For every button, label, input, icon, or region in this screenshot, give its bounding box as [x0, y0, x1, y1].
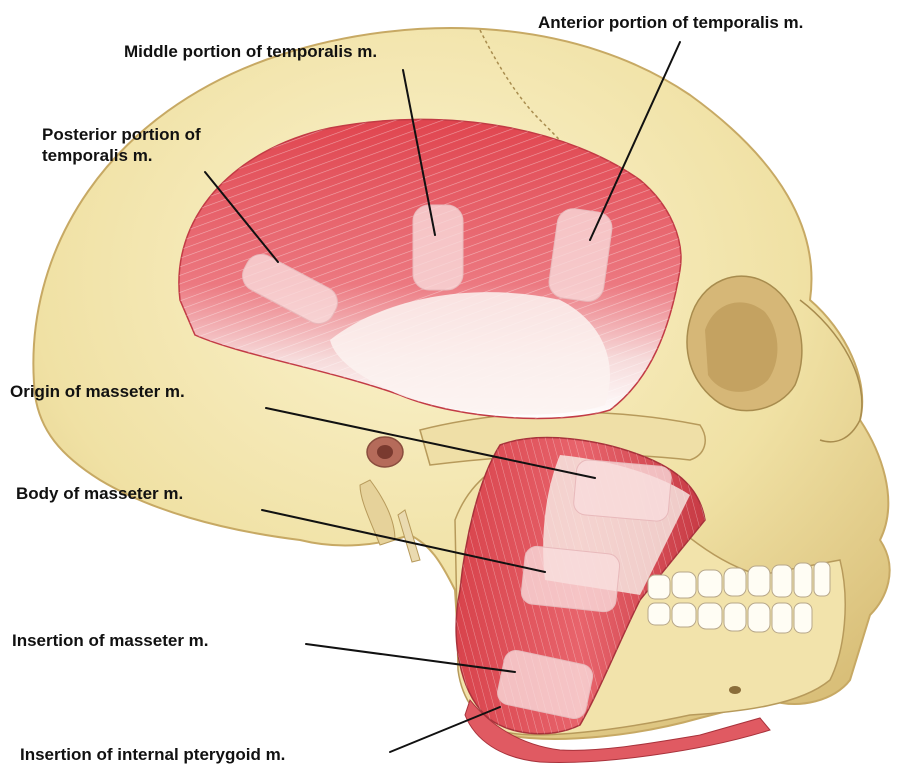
label-posterior-temporalis: Posterior portion of temporalis m. [42, 124, 201, 166]
pad-body-masseter [520, 545, 621, 613]
label-posterior-line2: temporalis m. [42, 145, 201, 166]
label-posterior-line1: Posterior portion of [42, 124, 201, 145]
label-insertion-masseter: Insertion of masseter m. [12, 630, 209, 651]
pad-anterior-temporalis [547, 207, 614, 304]
orbit-shadow [705, 302, 777, 392]
mental-foramen [729, 686, 741, 694]
label-origin-masseter: Origin of masseter m. [10, 381, 185, 402]
pad-origin-masseter [573, 459, 672, 522]
label-body-masseter: Body of masseter m. [16, 483, 183, 504]
label-middle-temporalis: Middle portion of temporalis m. [124, 41, 377, 62]
pad-middle-temporalis [413, 205, 463, 290]
label-anterior-temporalis: Anterior portion of temporalis m. [538, 12, 803, 33]
label-insertion-internal-pterygoid: Insertion of internal pterygoid m. [20, 744, 285, 765]
